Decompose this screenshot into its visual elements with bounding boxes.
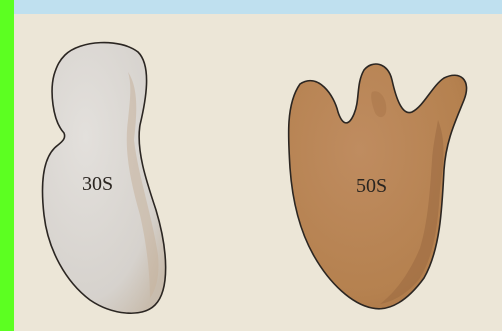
small-subunit-30s: 30S bbox=[43, 43, 166, 314]
large-subunit-label: 50S bbox=[356, 175, 387, 197]
large-subunit-50s: 50S bbox=[289, 64, 467, 309]
small-subunit-label: 30S bbox=[82, 173, 113, 195]
